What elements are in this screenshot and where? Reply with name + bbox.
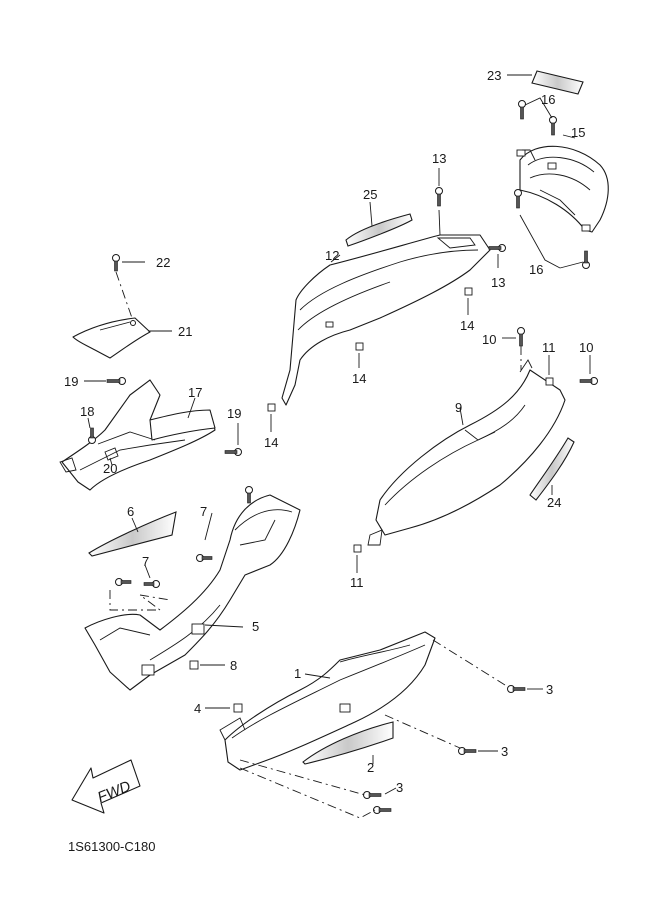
part-15-rear-cover xyxy=(516,145,609,233)
label-part-25: 25 xyxy=(363,187,377,202)
label-part-14-right: 14 xyxy=(460,318,474,333)
clip-11-left xyxy=(353,544,362,553)
screw-10-top xyxy=(517,327,525,347)
screw-3-right xyxy=(507,685,526,693)
label-part-12: 12 xyxy=(325,248,339,263)
part-6-decal xyxy=(88,511,177,557)
part-17-20-inner-panel xyxy=(59,379,216,491)
screw-3-middle xyxy=(458,747,477,755)
screw-22 xyxy=(112,254,120,272)
screw-16-top-left xyxy=(518,100,526,120)
label-part-3-right: 3 xyxy=(546,682,553,697)
screw-13-top xyxy=(435,187,443,207)
label-part-10-left: 10 xyxy=(482,332,496,347)
screw-19-right xyxy=(224,448,242,456)
label-part-19-right: 19 xyxy=(227,406,241,421)
label-part-5: 5 xyxy=(252,619,259,634)
label-part-9: 9 xyxy=(455,400,462,415)
label-part-18: 18 xyxy=(80,404,94,419)
part-24-decal xyxy=(529,437,575,501)
screw-3-bottom-b xyxy=(373,806,392,814)
part-2-decal xyxy=(302,721,394,765)
screw-16-left xyxy=(514,189,522,209)
label-part-23: 23 xyxy=(487,68,501,83)
part-number-labels: 23 16 15 16 13 25 12 13 14 14 14 22 21 1… xyxy=(64,68,593,795)
clip-14-a xyxy=(464,287,473,296)
label-part-4: 4 xyxy=(194,701,201,716)
part-5-floorboard xyxy=(84,494,301,691)
clip-14-c xyxy=(267,403,276,412)
label-part-17: 17 xyxy=(188,385,202,400)
label-part-3-bottom: 3 xyxy=(396,780,403,795)
label-part-13-top: 13 xyxy=(432,151,446,166)
part-9-side-cover xyxy=(367,359,566,546)
screw-13-right xyxy=(488,244,506,252)
label-part-3-middle: 3 xyxy=(501,744,508,759)
label-part-6: 6 xyxy=(127,504,134,519)
part-21-cover-plate xyxy=(72,317,151,359)
label-part-1: 1 xyxy=(294,666,301,681)
screw-16-top-right xyxy=(549,116,557,136)
clip-11-right xyxy=(545,377,554,386)
label-part-15: 15 xyxy=(571,125,585,140)
screw-7-top xyxy=(245,486,253,504)
label-part-14-left: 14 xyxy=(264,435,278,450)
label-part-7-left: 7 xyxy=(142,554,149,569)
part-12-upper-side-cover xyxy=(281,234,491,406)
label-part-19-left: 19 xyxy=(64,374,78,389)
label-part-22: 22 xyxy=(156,255,170,270)
label-part-10-right: 10 xyxy=(579,340,593,355)
label-part-13-right: 13 xyxy=(491,275,505,290)
label-part-11-top: 11 xyxy=(542,340,556,355)
label-part-16-top: 16 xyxy=(541,92,555,107)
label-part-21: 21 xyxy=(178,324,192,339)
clip-14-b xyxy=(355,342,364,351)
part-23-decal xyxy=(531,70,584,95)
label-part-7-top: 7 xyxy=(200,504,207,519)
part-1-lower-side-cover xyxy=(219,631,436,771)
screw-18 xyxy=(88,427,96,444)
screw-10-right xyxy=(579,377,598,385)
screw-16-bottom xyxy=(582,250,590,269)
screw-3-bottom-a xyxy=(363,791,382,799)
label-part-8: 8 xyxy=(230,658,237,673)
label-part-2: 2 xyxy=(367,760,374,775)
label-part-11-bottom: 11 xyxy=(350,575,364,590)
label-part-20: 20 xyxy=(103,461,117,476)
clip-8 xyxy=(189,660,199,670)
screw-7-left xyxy=(196,554,213,562)
screw-19-left xyxy=(106,377,126,385)
clip-4 xyxy=(233,703,243,713)
drawing-code: 1S61300-C180 xyxy=(68,839,155,854)
fwd-direction-arrow: FWD xyxy=(71,759,141,814)
label-part-16-bottom: 16 xyxy=(529,262,543,277)
label-part-24: 24 xyxy=(547,495,561,510)
label-part-14-middle: 14 xyxy=(352,371,366,386)
screw-7-bottom-a xyxy=(115,578,132,586)
part-25-decal xyxy=(345,213,413,247)
screw-7-bottom-b xyxy=(143,580,160,588)
